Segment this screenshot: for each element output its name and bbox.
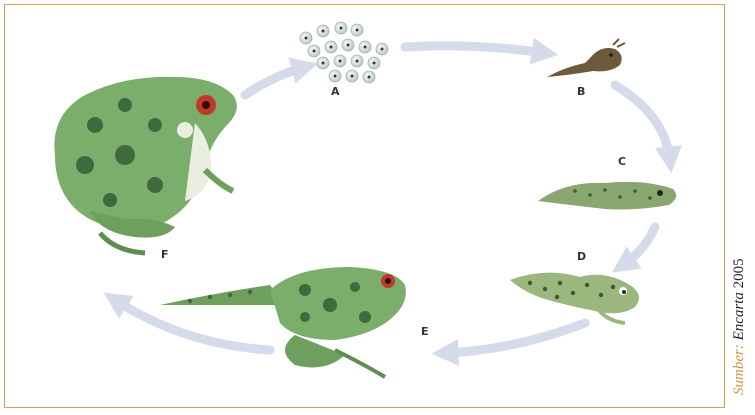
stage-label-f: F [161, 248, 169, 261]
source-title: Encarta [731, 292, 747, 340]
arrow-f-to-a [245, 67, 305, 95]
source-year: 2005 [731, 258, 747, 288]
stage-label-b: B [577, 85, 585, 98]
arrow-c-to-d [623, 227, 655, 265]
stage-label-d: D [577, 250, 586, 263]
egg-cluster [300, 22, 388, 83]
stage-label-a: A [331, 85, 340, 98]
tadpole [538, 182, 676, 210]
source-credit: Sumber: Encarta 2005 [731, 258, 748, 395]
stage-label-e: E [421, 325, 429, 338]
arrow-b-to-c [615, 85, 670, 160]
arrow-d-to-e [445, 323, 585, 353]
arrow-e-to-f [115, 300, 270, 350]
stage-label-c: C [618, 155, 626, 168]
adult-frog [54, 77, 236, 253]
hatchling-tadpole [547, 39, 625, 77]
froglet [160, 267, 406, 377]
diagram-frame: A B C D E F [4, 4, 725, 408]
tadpole-with-legs [510, 273, 639, 323]
source-lead: Sumber: [731, 344, 747, 395]
frog-life-cycle-diagram: A B C D E F [5, 5, 726, 409]
arrow-a-to-b [405, 46, 545, 53]
